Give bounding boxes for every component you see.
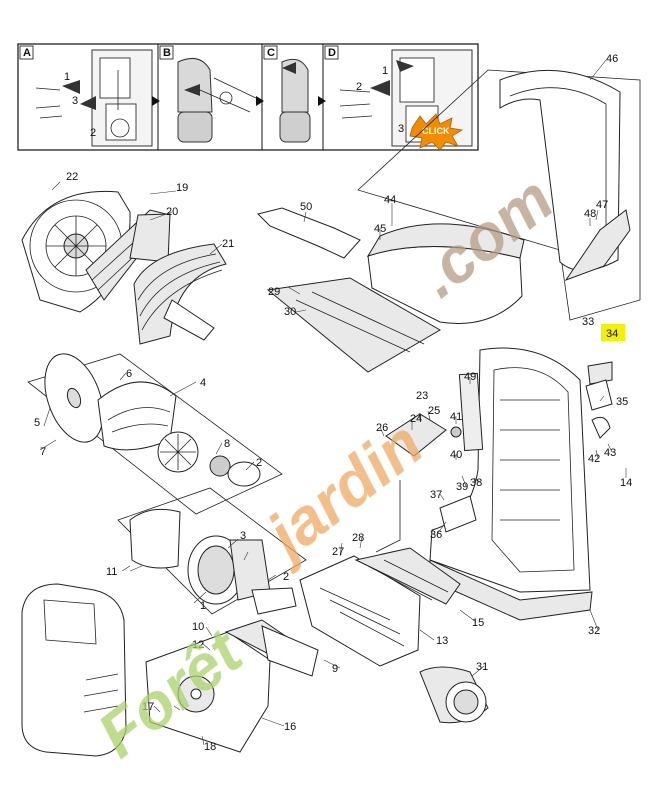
part-label-21: 21 [222, 238, 234, 250]
step-d-num-3: 3 [398, 123, 404, 135]
step-b-panel: B [159, 45, 257, 143]
part-label-23: 23 [416, 390, 428, 402]
step-a-num-3: 3 [72, 95, 78, 107]
battery-housing [21, 583, 127, 757]
step-a-num-1: 1 [64, 71, 70, 83]
part-label-24: 24 [410, 413, 422, 425]
part-label-43: 43 [604, 447, 616, 459]
part-label-42: 42 [588, 453, 600, 465]
front-plate-16 [145, 619, 319, 753]
click-label: CLICK [422, 126, 450, 136]
part-label-3: 3 [240, 530, 246, 542]
part-label-37: 37 [430, 489, 442, 501]
part-label-50: 50 [300, 201, 312, 213]
step-c-panel: C [263, 45, 311, 143]
part-label-4: 4 [200, 377, 206, 389]
intake-cover-group [21, 190, 171, 313]
step-d-letter: D [328, 47, 336, 59]
part-label-27: 27 [332, 546, 344, 558]
part-label-44: 44 [384, 194, 396, 206]
clip-plate-group [257, 207, 441, 373]
part-label-5: 5 [34, 417, 40, 429]
part-label-8: 8 [224, 438, 230, 450]
part-label-25: 25 [428, 405, 440, 417]
part-label-19: 19 [176, 182, 188, 194]
part-label-30: 30 [284, 306, 296, 318]
step-a-panel: A 1 3 2 [19, 45, 153, 147]
step-d-panel: D 1 2 3 CLICK [324, 45, 473, 151]
part-label-14: 14 [620, 477, 632, 489]
louvered-guard-21 [133, 243, 227, 345]
part-label-10: 10 [192, 621, 204, 633]
click-burst-icon [409, 113, 464, 151]
part-label-28: 28 [352, 532, 364, 544]
part-label-47: 47 [596, 199, 608, 211]
step-arrow [152, 96, 160, 106]
part-label-49: 49 [464, 371, 476, 383]
motor-assembly [117, 487, 307, 615]
part-label-9: 9 [332, 663, 338, 675]
part-label-29: 29 [268, 286, 280, 298]
part-label-17: 17 [142, 701, 154, 713]
board-parts [375, 361, 613, 553]
part-label-18: 18 [204, 741, 216, 753]
part-label-16: 16 [284, 721, 296, 733]
part-label-20: 20 [166, 206, 178, 218]
part-label-12: 12 [192, 639, 204, 651]
leader-lines [39, 59, 627, 746]
part-label-35: 35 [616, 396, 628, 408]
part-label-41: 41 [450, 411, 462, 423]
part-label-45: 45 [374, 223, 386, 235]
part-label-6: 6 [126, 368, 132, 380]
step-arrow [256, 96, 264, 106]
part-label-33: 33 [582, 316, 594, 328]
step-a-num-2: 2 [90, 127, 96, 139]
step-c-letter: C [267, 47, 275, 59]
impeller-assembly [27, 353, 283, 515]
step-arrow [318, 96, 326, 106]
step-d-num-2: 2 [356, 81, 362, 93]
step-a-letter: A [23, 47, 31, 59]
highlight-box-34 [601, 324, 625, 341]
part-label-48: 48 [584, 208, 596, 220]
part-label-26: 26 [376, 422, 388, 434]
part-label-11: 11 [106, 566, 117, 578]
part-label-15: 15 [472, 617, 484, 629]
part-labels: 1 2 2 3 4 5 6 7 8 9 10 11 12 13 14 15 16… [34, 53, 632, 753]
part-label-39: 39 [456, 481, 468, 493]
part-label-13: 13 [436, 635, 448, 647]
part-label-2b: 2 [283, 571, 289, 583]
part-label-36: 36 [430, 529, 442, 541]
part-label-32: 32 [588, 625, 600, 637]
part-label-7: 7 [40, 446, 46, 458]
part-label-34: 34 [606, 328, 618, 340]
part-label-40: 40 [450, 449, 462, 461]
part-label-1: 1 [200, 600, 206, 612]
main-housing-32 [429, 347, 593, 621]
cradle-group [299, 547, 461, 667]
part-label-38: 38 [470, 477, 482, 489]
part-label-22: 22 [66, 171, 78, 183]
instruction-strip: A 1 3 2 B C [17, 43, 479, 151]
part-label-46: 46 [606, 53, 618, 65]
battery-31 [419, 666, 489, 724]
step-b-letter: B [163, 47, 171, 59]
part-label-31: 31 [476, 661, 488, 673]
step-d-num-1: 1 [382, 65, 388, 77]
part-label-2a: 2 [256, 457, 262, 469]
